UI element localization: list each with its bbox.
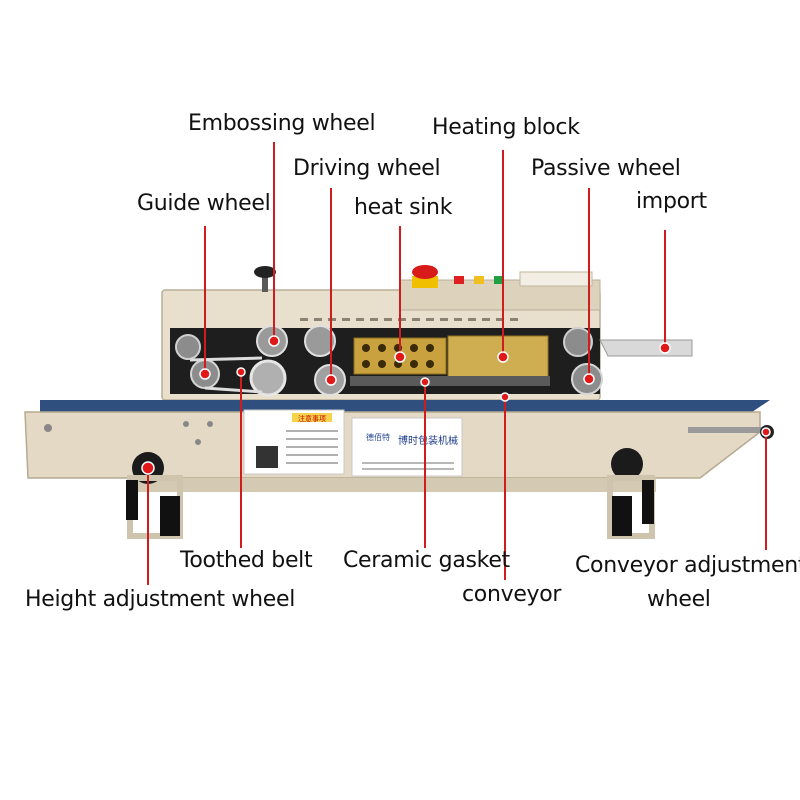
label-heat-sink: heat sink <box>354 195 453 220</box>
marker-embossing-wheel <box>268 335 280 347</box>
label-ceramic-gasket: Ceramic gasket <box>343 548 510 573</box>
leader-lines <box>147 142 767 585</box>
brand-lines <box>362 462 454 470</box>
label-conveyor-adjustment-line1: Conveyor adjustment <box>575 553 800 578</box>
ceramic-gasket-strip <box>350 376 550 386</box>
marker-conveyor <box>500 392 510 402</box>
foot-right-2 <box>642 480 654 524</box>
qr-code <box>256 446 278 468</box>
foot-right <box>612 496 632 536</box>
instruction-title-bar <box>292 413 332 422</box>
display-panel <box>519 271 593 287</box>
marker-height-adjustment <box>141 461 155 475</box>
embossing-wheel-2 <box>304 325 336 357</box>
marker-heating-block <box>497 351 509 363</box>
drive-pulley <box>249 359 287 397</box>
label-embossing-wheel: Embossing wheel <box>188 111 376 136</box>
label-conveyor-adjustment-line2: wheel <box>647 587 711 612</box>
height-adjustment-knob-right <box>611 448 643 480</box>
foot-left <box>126 480 138 520</box>
screw <box>207 421 213 427</box>
indicator-red <box>454 276 464 284</box>
conveyor-adjustment-rod <box>688 427 762 433</box>
label-heating-block: Heating block <box>432 115 580 140</box>
indicator-yellow <box>474 276 484 284</box>
marker-import <box>659 342 671 354</box>
emergency-stop-button <box>412 265 438 279</box>
marker-heat-sink <box>394 351 406 363</box>
guide-wheel-upper <box>175 334 201 360</box>
screw <box>183 421 189 427</box>
foot-left-2 <box>160 496 180 536</box>
brand-small: 德佰特 <box>366 432 390 442</box>
frame-shadow <box>136 478 656 492</box>
marker-ceramic-gasket <box>420 377 430 387</box>
top-knob-stem <box>262 276 268 292</box>
toothed-belt-path <box>189 356 263 394</box>
screw <box>44 424 52 432</box>
brand-chinese: 博时包装机械 <box>398 434 458 447</box>
marker-conveyor-adjustment <box>761 427 771 437</box>
label-guide-wheel: Guide wheel <box>137 191 271 216</box>
label-driving-wheel: Driving wheel <box>293 156 441 181</box>
marker-driving-wheel <box>325 374 337 386</box>
marker-passive-wheel <box>583 373 595 385</box>
indicator-green <box>494 276 504 284</box>
emergency-stop-base <box>412 276 438 288</box>
instruction-lines <box>286 430 338 464</box>
brand-plate <box>351 417 463 477</box>
marker-guide-wheel <box>199 368 211 380</box>
marker-toothed-belt <box>236 367 246 377</box>
import-plate <box>599 339 693 357</box>
passive-wheel-upper <box>563 327 593 357</box>
top-knob <box>254 266 276 278</box>
wheels <box>175 325 603 397</box>
label-conveyor: conveyor <box>462 582 562 607</box>
label-toothed-belt: Toothed belt <box>180 548 313 573</box>
label-height-adjustment-wheel: Height adjustment wheel <box>25 587 296 612</box>
marker-dots <box>141 335 771 475</box>
label-passive-wheel: Passive wheel <box>531 156 681 181</box>
instruction-title: 注意事项 <box>298 414 326 423</box>
label-import: import <box>636 189 707 214</box>
conveyor-belt <box>40 400 770 412</box>
screw <box>195 439 201 445</box>
